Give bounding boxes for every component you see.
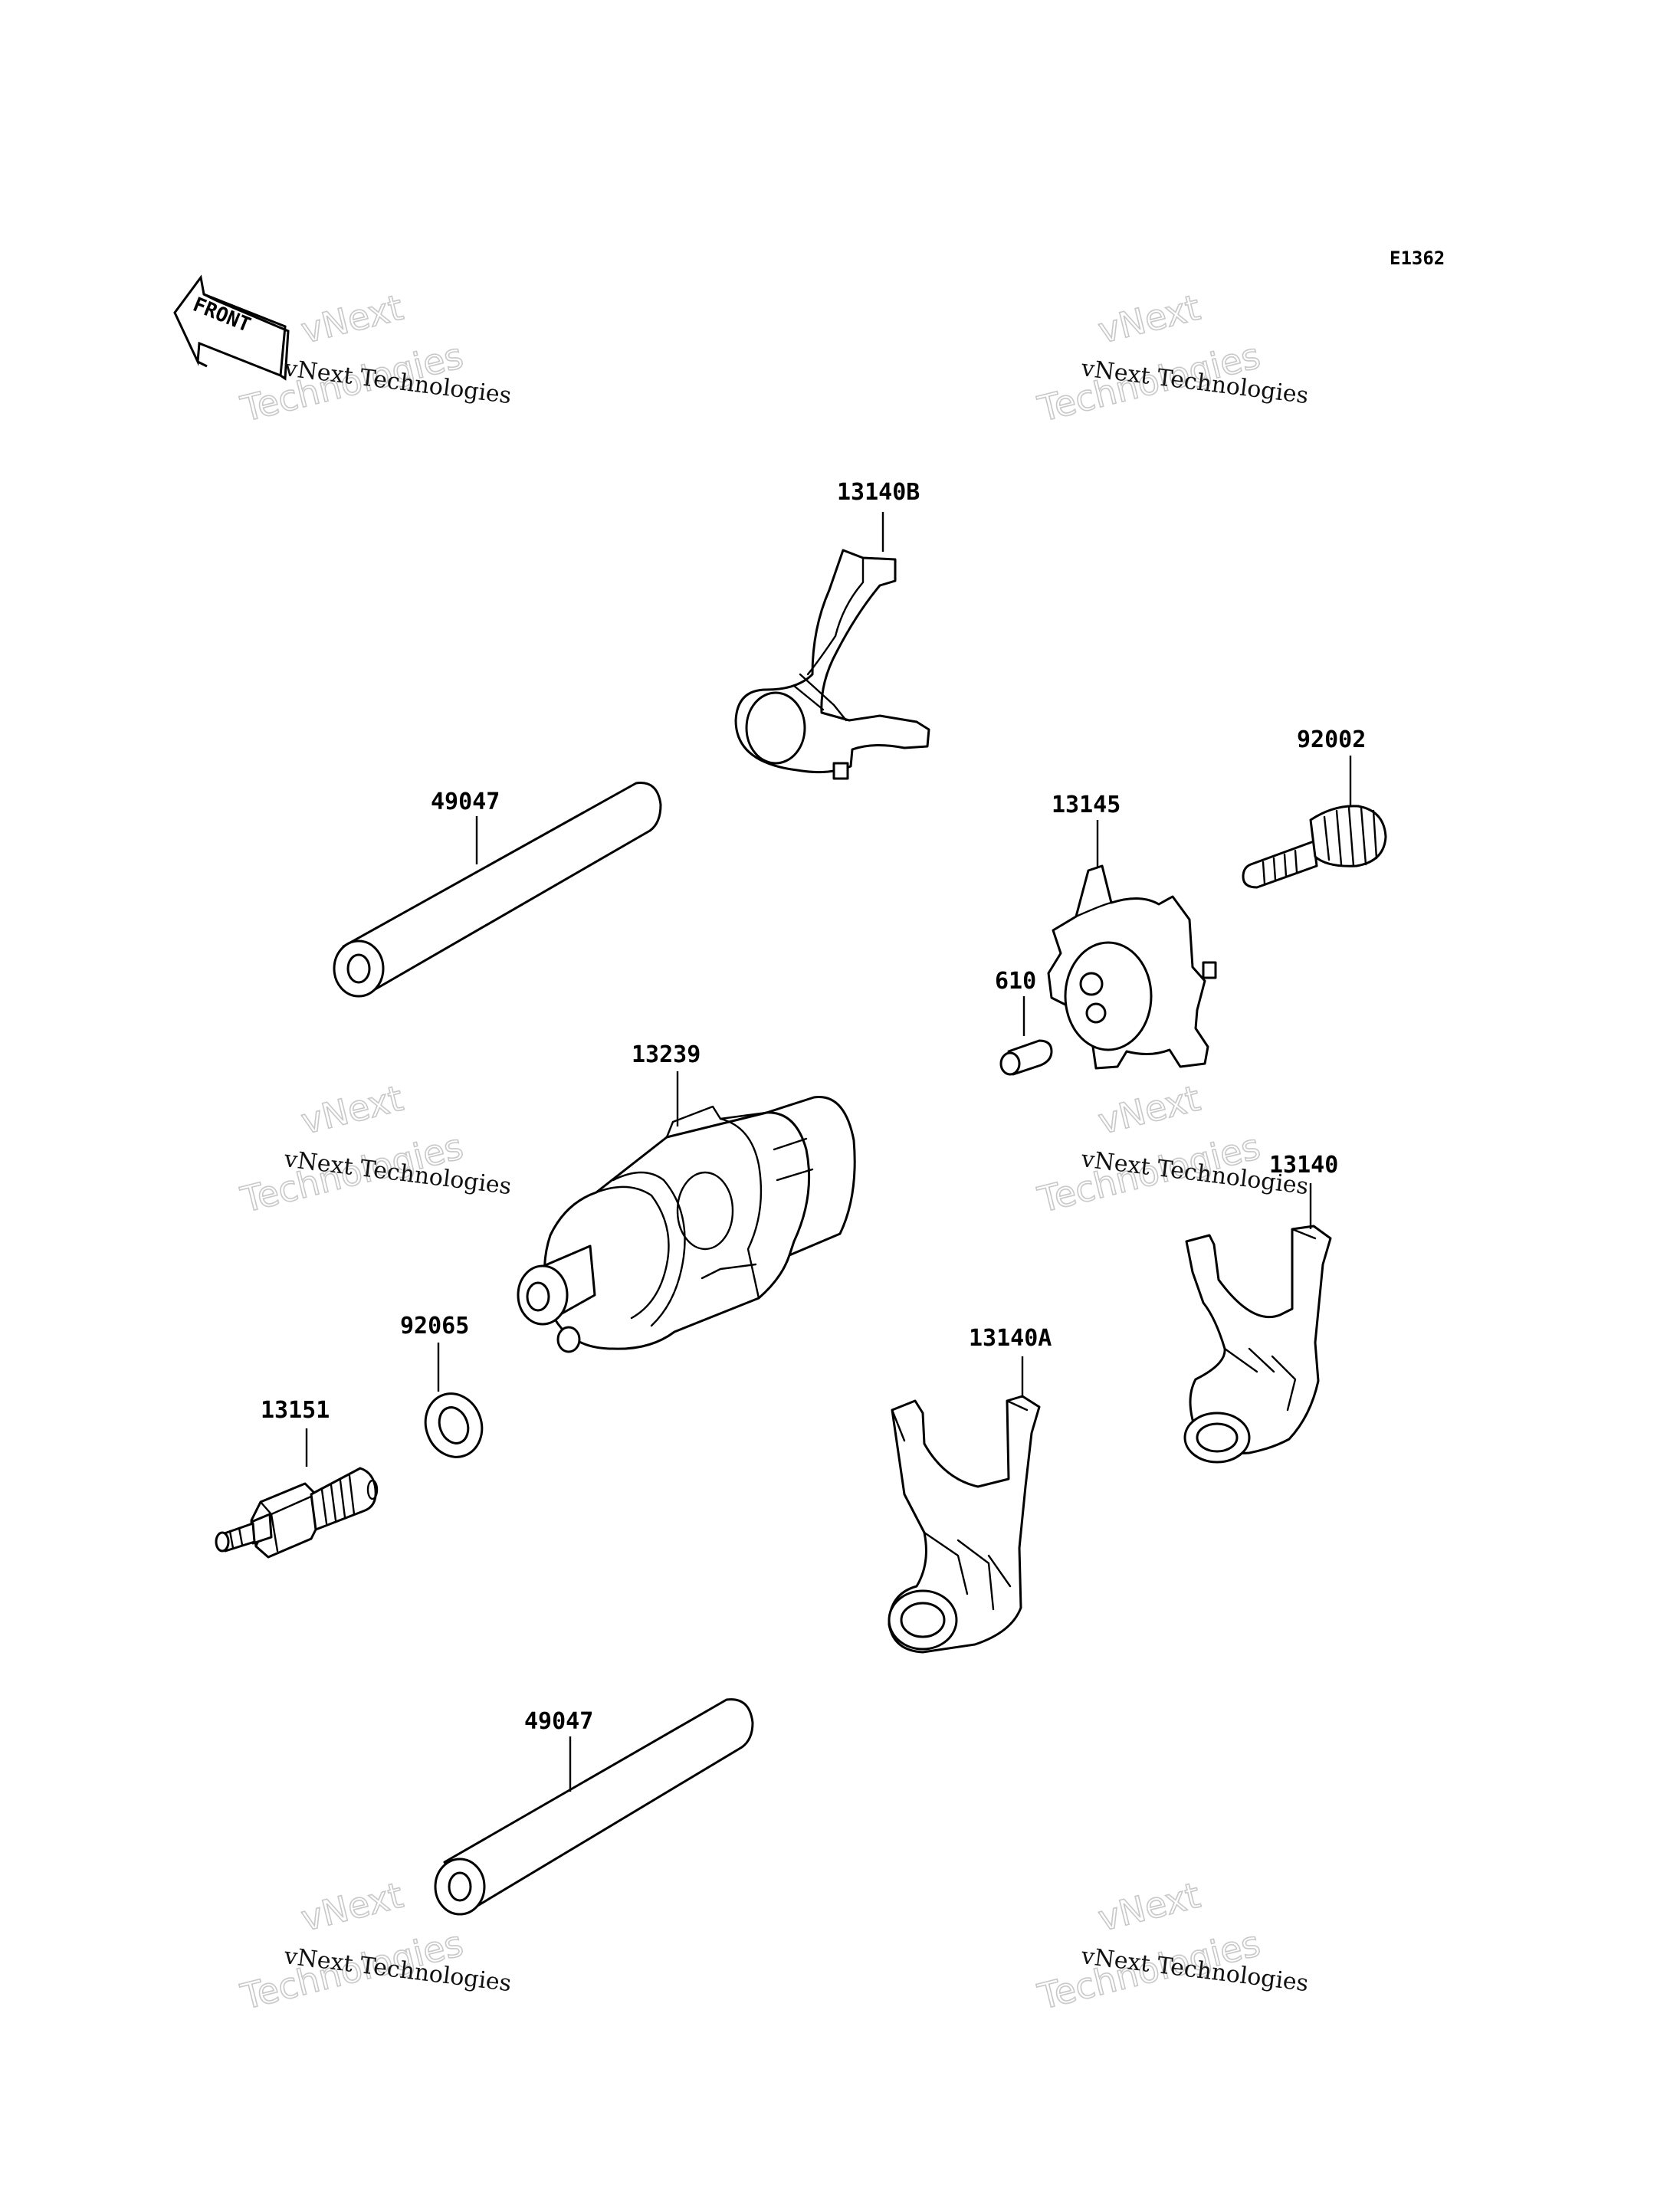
washer-92065[interactable]: [417, 1343, 491, 1465]
callout-13239: 13239: [632, 1041, 701, 1068]
callout-92002: 92002: [1297, 726, 1366, 753]
callout-13145: 13145: [1052, 792, 1121, 818]
shift-fork-13140[interactable]: [1183, 1183, 1332, 1464]
shift-fork-13140b[interactable]: [734, 512, 930, 780]
shaft-49047-lower[interactable]: [434, 1698, 754, 1916]
watermark-middle-left: vNext Technologies vNext Technologies: [236, 1077, 513, 1221]
shift-fork-13140a[interactable]: [888, 1356, 1041, 1654]
callout-13151: 13151: [261, 1397, 330, 1424]
watermark-middle-right: vNext Technologies vNext Technologies: [1033, 1077, 1310, 1221]
front-arrow-icon: FRONT: [173, 274, 290, 381]
callout-92065: 92065: [400, 1313, 469, 1340]
shift-drum-13239[interactable]: [517, 1071, 856, 1353]
svg-text:vNext: vNext: [1094, 1874, 1204, 1940]
shift-drum-plate-13145[interactable]: [1047, 820, 1217, 1070]
neutral-switch-13151[interactable]: [215, 1428, 379, 1559]
pin-610[interactable]: [999, 996, 1053, 1076]
callout-13140: 13140: [1269, 1152, 1338, 1179]
svg-text:vNext: vNext: [297, 1874, 407, 1940]
callout-13140a: 13140A: [969, 1325, 1052, 1352]
diagram-code: E1362: [1390, 248, 1445, 269]
callout-610: 610: [995, 968, 1036, 995]
callout-13140b: 13140B: [837, 479, 920, 506]
shaft-49047-upper[interactable]: [333, 782, 662, 998]
svg-text:vNext: vNext: [297, 287, 407, 352]
bolt-92002[interactable]: [1242, 756, 1387, 889]
callout-49047-upper: 49047: [431, 789, 500, 815]
svg-text:vNext: vNext: [1094, 287, 1204, 352]
callout-49047-lower: 49047: [524, 1708, 593, 1735]
svg-text:vNext: vNext: [1094, 1077, 1204, 1143]
watermark-bottom-right: vNext Technologies vNext Technologies: [1033, 1874, 1310, 2018]
svg-text:vNext: vNext: [297, 1077, 407, 1143]
watermark-top-right: vNext Technologies vNext Technologies: [1033, 286, 1310, 431]
